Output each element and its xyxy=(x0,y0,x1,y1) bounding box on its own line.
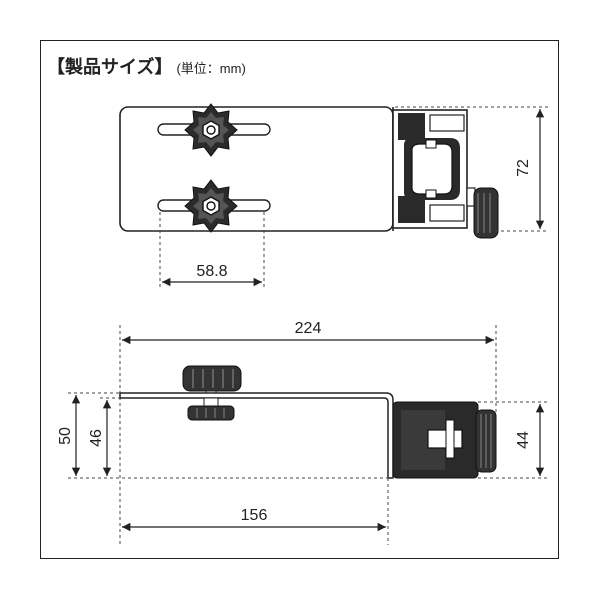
dimension-label-46: 46 xyxy=(88,429,105,447)
top-view: 72 58.8 xyxy=(119,103,548,290)
side-plate xyxy=(119,392,394,479)
dimension-side-inner-height: 46 xyxy=(88,397,120,476)
star-knob-icon xyxy=(184,103,238,157)
dimension-clamp-height: 44 xyxy=(478,401,548,479)
dimension-plate-length: 156 xyxy=(122,478,389,545)
star-knob-icon xyxy=(184,179,238,233)
dimension-slot-spacing: 58.8 xyxy=(159,212,265,290)
page-title: 【製品サイズ】(単位：mm) xyxy=(47,53,246,79)
dimension-label-72: 72 xyxy=(515,159,532,177)
rod-clamp-side-icon xyxy=(392,401,497,479)
nut-side-icon xyxy=(187,397,235,421)
rod-clamp-icon xyxy=(392,107,499,239)
diagram-frame xyxy=(40,40,559,559)
dimension-label-44: 44 xyxy=(515,431,532,449)
dimension-label-50: 50 xyxy=(57,427,74,445)
side-view: 224 xyxy=(57,320,548,545)
dimension-overall-length: 224 xyxy=(119,320,497,545)
dimension-label-156: 156 xyxy=(241,507,268,524)
dimension-label-224: 224 xyxy=(295,320,322,337)
dimension-top-height: 72 xyxy=(395,106,548,232)
dimension-label-58-8: 58.8 xyxy=(196,263,227,280)
title-text: 【製品サイズ】 xyxy=(47,57,173,77)
unit-text: (単位：mm) xyxy=(176,61,246,76)
dimension-side-total-height: 50 xyxy=(57,392,393,479)
